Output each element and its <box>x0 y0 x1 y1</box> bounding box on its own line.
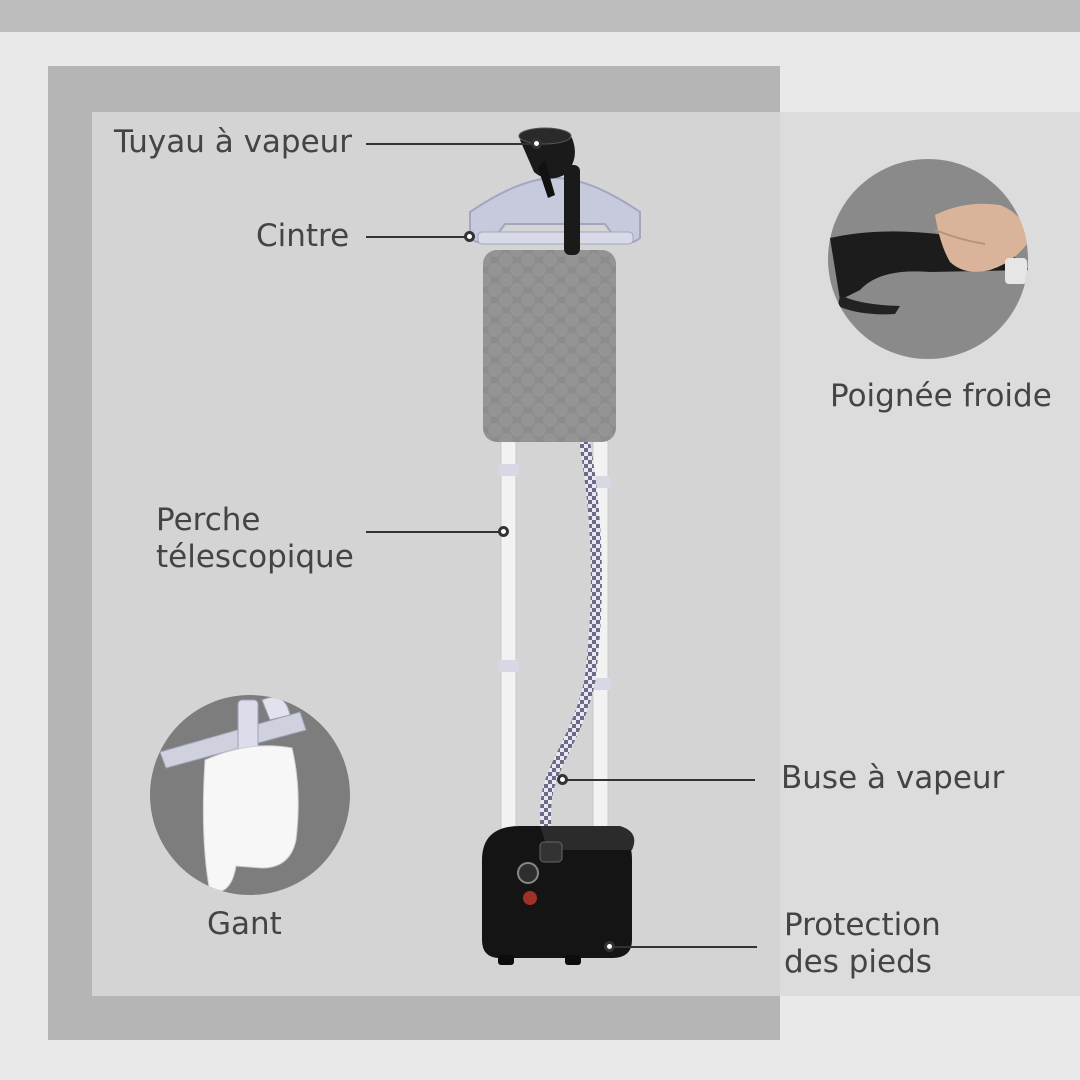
base-unit <box>482 826 635 965</box>
label-foot-protection: Protection des pieds <box>784 907 941 980</box>
leader-line-steam-nozzle <box>565 779 755 781</box>
marker-steam-nozzle <box>557 774 568 785</box>
label-telescopic-pole: Perche télescopique <box>156 502 354 575</box>
ironing-board <box>483 250 616 442</box>
cold-handle-photo <box>828 159 1028 359</box>
leader-line-steam-hose <box>366 143 536 145</box>
marker-telescopic-pole <box>498 526 509 537</box>
label-steam-hose: Tuyau à vapeur <box>114 124 353 160</box>
label-cold-handle: Poignée froide <box>830 378 1052 414</box>
marker-foot-protection <box>604 941 615 952</box>
marker-hanger <box>464 231 475 242</box>
leader-line-foot-protection <box>612 946 757 948</box>
marker-steam-hose <box>531 138 542 149</box>
leader-line-telescopic-pole <box>366 531 502 533</box>
label-steam-nozzle: Buse à vapeur <box>781 760 1005 796</box>
label-hanger: Cintre <box>256 218 350 254</box>
top-bar <box>0 0 1080 32</box>
glove-photo <box>150 695 350 895</box>
steam-hose-tube <box>539 439 602 866</box>
leader-line-hanger <box>366 236 468 238</box>
label-glove: Gant <box>207 906 282 942</box>
hanger <box>469 176 641 245</box>
